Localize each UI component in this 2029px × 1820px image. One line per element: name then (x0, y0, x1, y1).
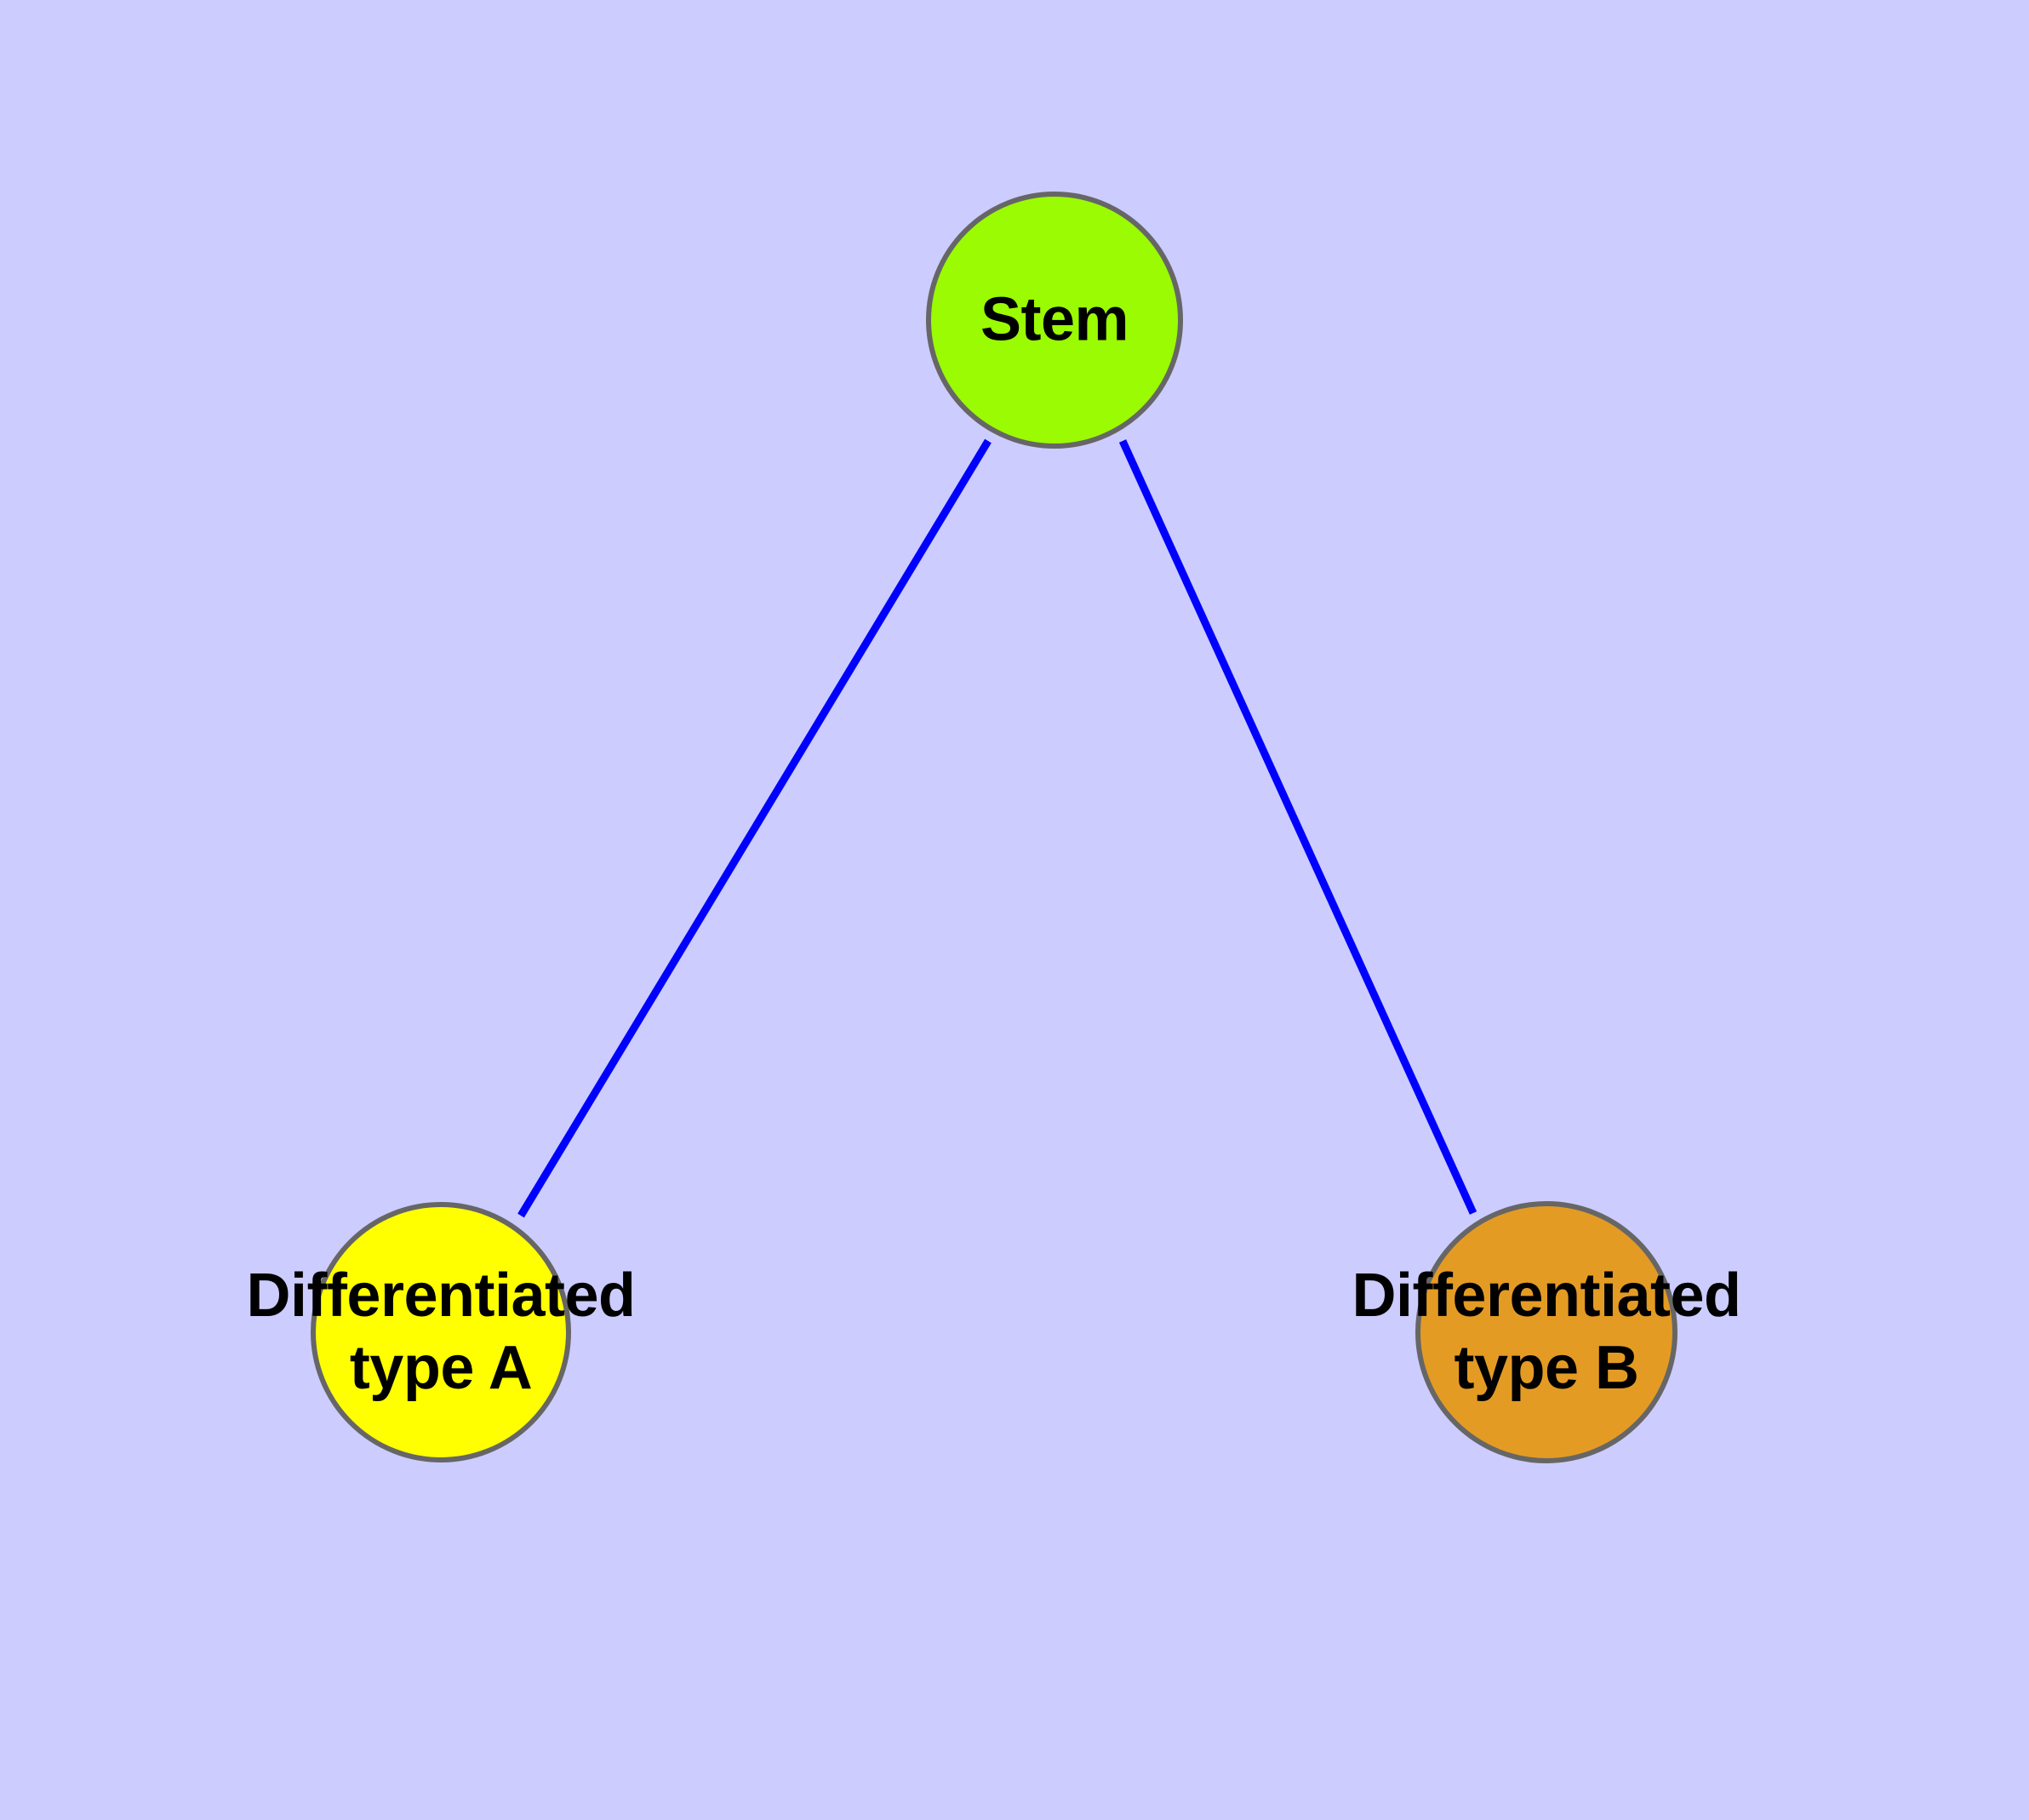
edge-stem-to-differentiated-type-a (517, 438, 992, 1218)
edge-stem-to-differentiated-type-b (1118, 439, 1477, 1215)
node-differentiated-type-b[interactable] (1415, 1201, 1677, 1463)
node-stem[interactable] (926, 192, 1183, 449)
node-differentiated-type-a[interactable] (311, 1202, 571, 1462)
